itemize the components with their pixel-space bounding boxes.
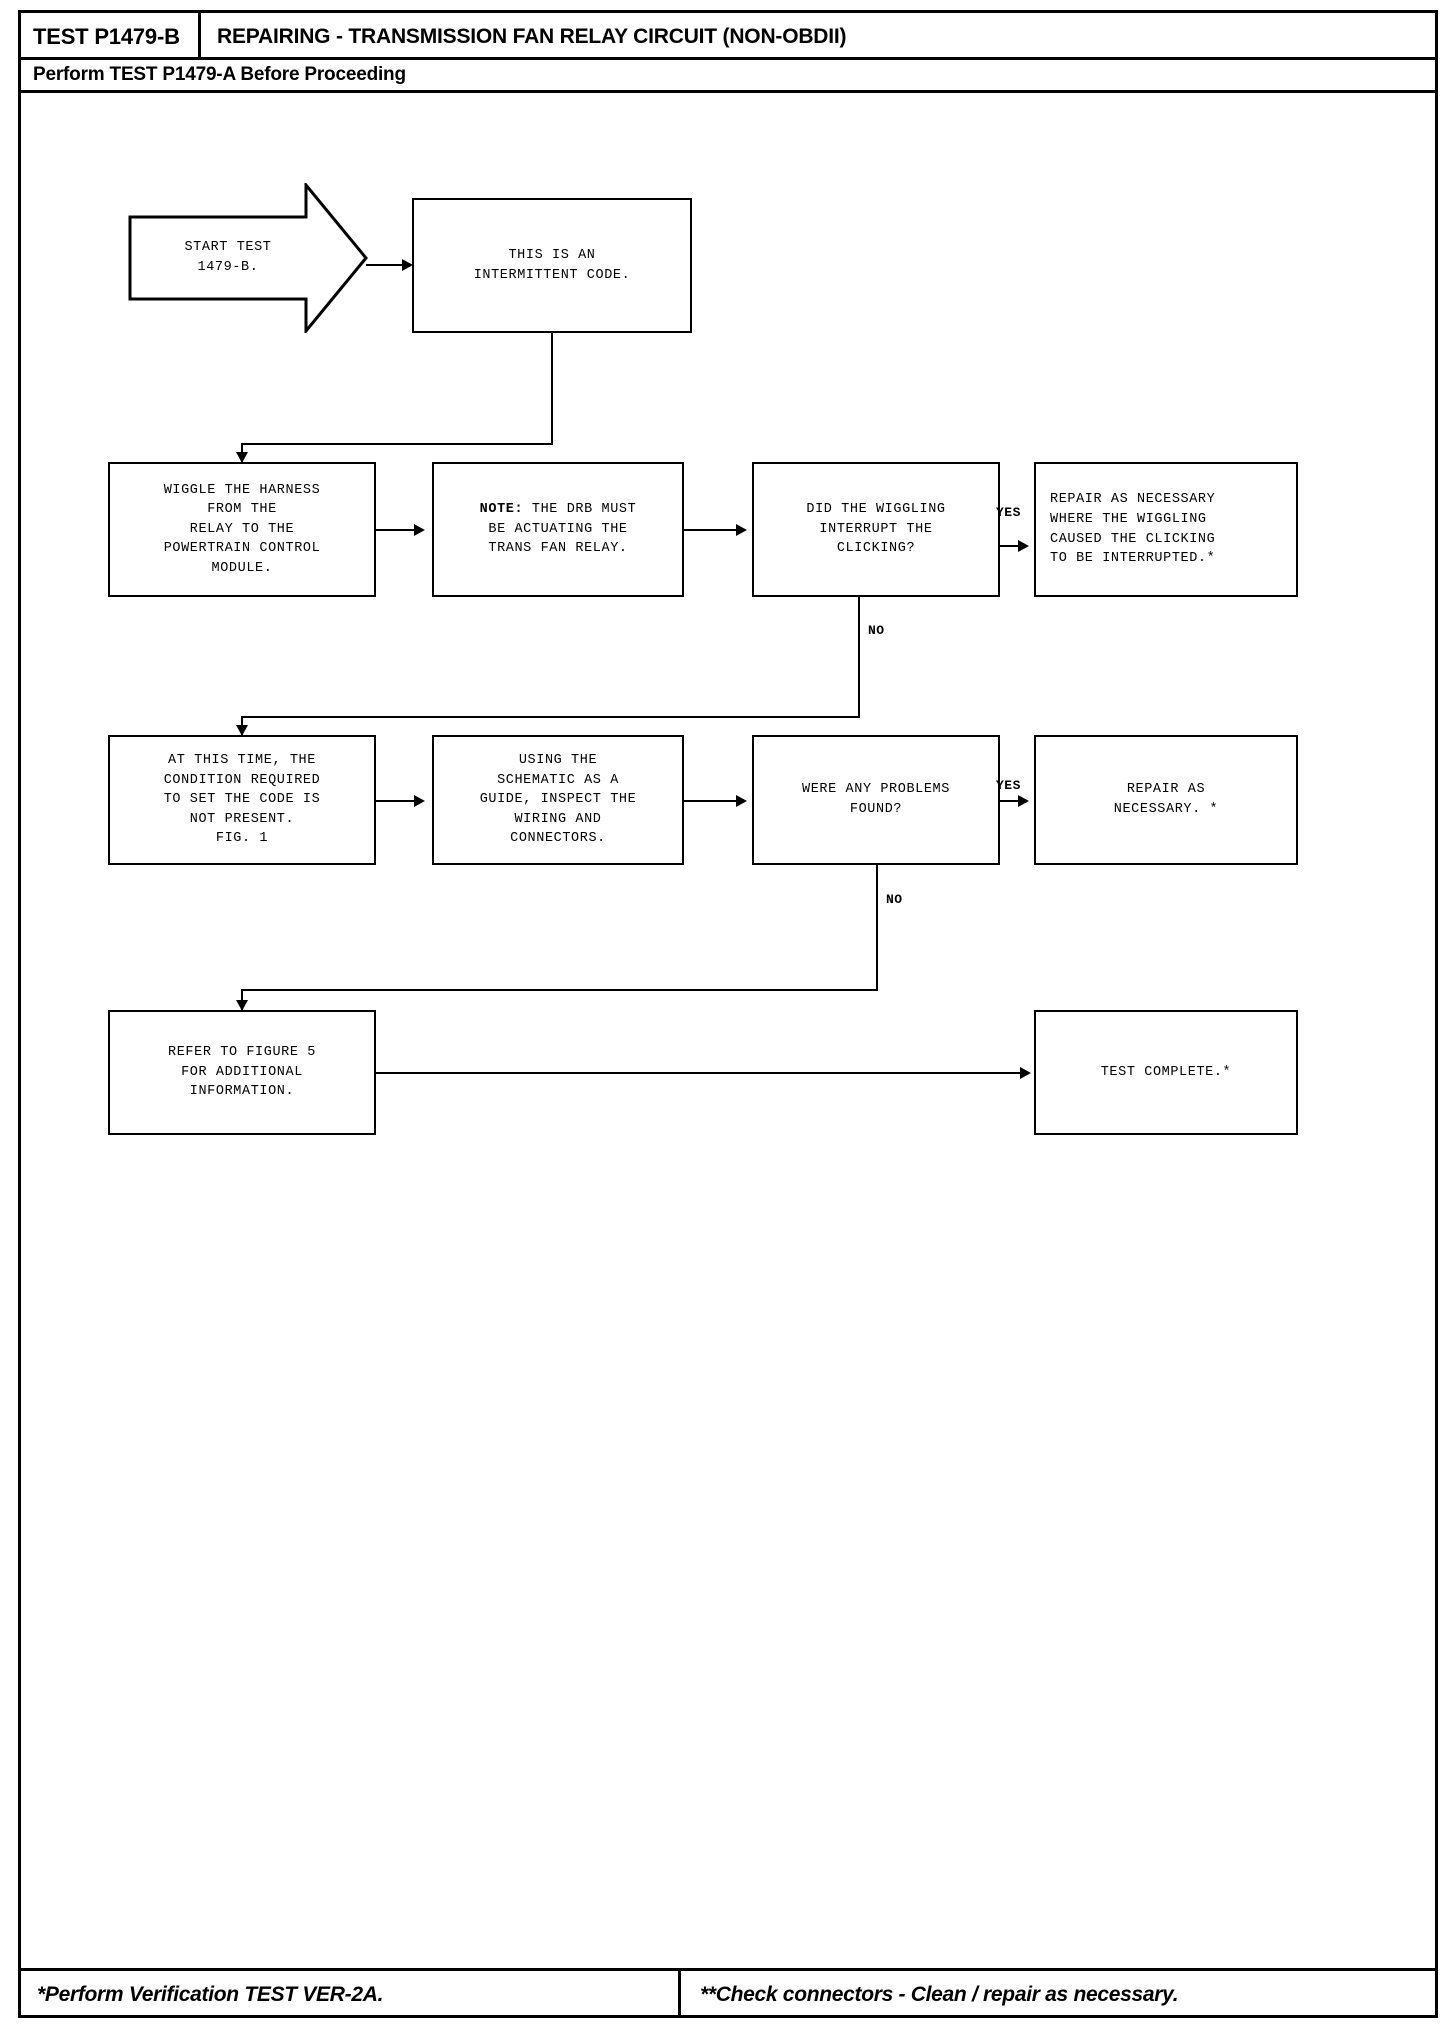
edge-did-wiggling-yes-arrow [1018, 540, 1029, 552]
edge-label-no-2: NO [886, 892, 903, 907]
node-using-schematic-label: USING THE SCHEMATIC AS A GUIDE, INSPECT … [479, 753, 637, 847]
edge-schematic-to-problems-arrow [736, 795, 747, 807]
node-note-drb-bold: NOTE: [479, 502, 524, 518]
footer-right-cell: **Check connectors - Clean / repair as n… [684, 1971, 1435, 2018]
edge-condition-to-schematic-arrow [414, 795, 425, 807]
edge-did-wiggling-no-down [858, 597, 860, 718]
edge-intermittent-to-wiggle-arrow [236, 452, 248, 463]
test-id-label: TEST P1479-B [33, 23, 180, 49]
page-border [18, 10, 1438, 2018]
node-did-wiggling-interrupt-label: DID THE WIGGLING INTERRUPT THE CLICKING? [806, 502, 946, 557]
edge-intermittent-left [241, 443, 553, 445]
node-start-test: START TEST 1479-B. [128, 180, 368, 336]
node-repair-necessary: REPAIR AS NECESSARY. * [1034, 735, 1298, 865]
edge-wiggle-to-note-arrow [414, 524, 425, 536]
node-intermittent-code-label: THIS IS AN INTERMITTENT CODE. [473, 247, 631, 283]
node-refer-figure-5: REFER TO FIGURE 5 FOR ADDITIONAL INFORMA… [108, 1010, 376, 1135]
header-subtitle-label: Perform TEST P1479-A Before Proceeding [33, 64, 406, 85]
edge-refer-to-complete [376, 1072, 1024, 1074]
header-subtitle-bar: Perform TEST P1479-A Before Proceeding [21, 60, 1435, 93]
node-condition-not-present-label: AT THIS TIME, THE CONDITION REQUIRED TO … [163, 753, 321, 847]
edge-did-wiggling-yes [1000, 545, 1020, 547]
node-test-complete-label: TEST COMPLETE.* [1100, 1064, 1232, 1080]
footer-bar: *Perform Verification TEST VER-2A. **Che… [21, 1968, 1435, 2018]
edge-problems-yes-arrow [1018, 795, 1029, 807]
node-note-drb: NOTE: THE DRB MUST BE ACTUATING THE TRAN… [432, 462, 684, 597]
test-id-box: TEST P1479-B [21, 13, 201, 60]
edge-label-no-1: NO [868, 623, 885, 638]
edge-start-to-intermittent-arrow [402, 259, 413, 271]
header-title: REPAIRING - TRANSMISSION FAN RELAY CIRCU… [217, 13, 847, 60]
node-start-test-label: START TEST 1479-B. [184, 239, 272, 275]
edge-problems-yes [1000, 800, 1020, 802]
footer-right-label: **Check connectors - Clean / repair as n… [700, 1982, 1179, 2006]
edge-problems-no-arrow [236, 1000, 248, 1011]
edge-wiggle-to-note [376, 529, 416, 531]
edge-note-to-did-wiggling [684, 529, 738, 531]
edge-did-wiggling-no-arrow [236, 725, 248, 736]
edge-intermittent-down [551, 333, 553, 445]
edge-label-yes-2: YES [996, 778, 1021, 793]
header-title-label: REPAIRING - TRANSMISSION FAN RELAY CIRCU… [217, 24, 847, 48]
node-note-drb-rest: THE DRB MUST BE ACTUATING THE TRANS FAN … [488, 502, 637, 557]
edge-problems-no-to-refer [241, 989, 243, 1010]
node-wiggle-harness-label: WIGGLE THE HARNESS FROM THE RELAY TO THE… [163, 482, 321, 576]
edge-label-yes-1: YES [996, 505, 1021, 520]
edge-start-to-intermittent [366, 264, 406, 266]
node-test-complete: TEST COMPLETE.* [1034, 1010, 1298, 1135]
footer-left-cell: *Perform Verification TEST VER-2A. [21, 1971, 681, 2018]
edge-note-to-did-wiggling-arrow [736, 524, 747, 536]
node-refer-figure-5-label: REFER TO FIGURE 5 FOR ADDITIONAL INFORMA… [168, 1045, 316, 1100]
start-pentagon-icon [128, 180, 368, 336]
footer-left-label: *Perform Verification TEST VER-2A. [37, 1982, 384, 2006]
edge-did-wiggling-no-left [241, 716, 860, 718]
node-wiggle-harness: WIGGLE THE HARNESS FROM THE RELAY TO THE… [108, 462, 376, 597]
node-note-drb-text: NOTE: THE DRB MUST BE ACTUATING THE TRAN… [480, 500, 637, 559]
edge-schematic-to-problems [684, 800, 738, 802]
header-bar: TEST P1479-B REPAIRING - TRANSMISSION FA… [21, 13, 1435, 60]
node-repair-wiggling-label: REPAIR AS NECESSARY WHERE THE WIGGLING C… [1050, 492, 1216, 567]
node-intermittent-code: THIS IS AN INTERMITTENT CODE. [412, 198, 692, 333]
edge-condition-to-schematic [376, 800, 416, 802]
edge-problems-no-down [876, 865, 878, 991]
node-repair-necessary-label: REPAIR AS NECESSARY. * [1113, 782, 1219, 817]
node-problems-found: WERE ANY PROBLEMS FOUND? [752, 735, 1000, 865]
node-repair-wiggling: REPAIR AS NECESSARY WHERE THE WIGGLING C… [1034, 462, 1298, 597]
node-condition-not-present: AT THIS TIME, THE CONDITION REQUIRED TO … [108, 735, 376, 865]
node-problems-found-label: WERE ANY PROBLEMS FOUND? [802, 782, 950, 817]
node-using-schematic: USING THE SCHEMATIC AS A GUIDE, INSPECT … [432, 735, 684, 865]
edge-problems-no-left [241, 989, 878, 991]
node-did-wiggling-interrupt: DID THE WIGGLING INTERRUPT THE CLICKING? [752, 462, 1000, 597]
edge-refer-to-complete-arrow [1020, 1067, 1031, 1079]
